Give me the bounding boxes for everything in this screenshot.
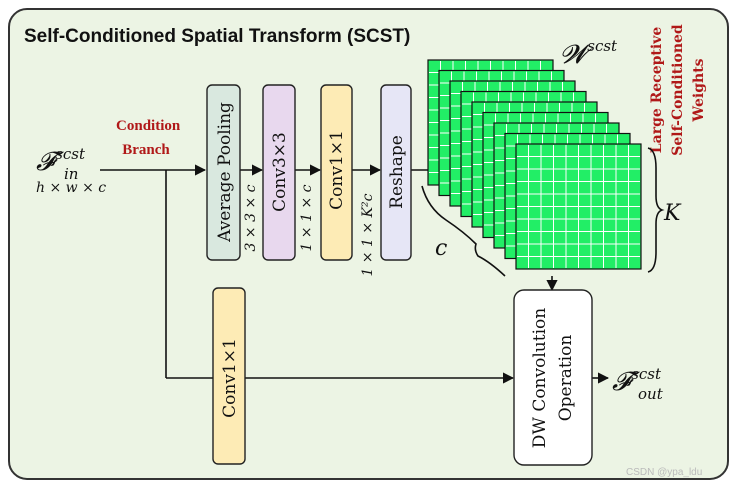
- note-line-2: Self-Conditioned: [670, 24, 686, 156]
- dw-convolution-label-line-1: DW Convolution: [530, 308, 550, 448]
- conv1x1-bottom-block: Conv1×1: [212, 287, 246, 465]
- reshape-label: Reshape: [387, 135, 407, 209]
- condition-branch-line-1: Condition: [116, 118, 181, 134]
- average-pooling-block: Average Pooling: [206, 84, 241, 261]
- note-line-1: Large Receptive: [649, 27, 665, 154]
- conv3x3-block: Conv3×3: [262, 84, 296, 261]
- weight-grid-layer: [515, 143, 642, 270]
- weights-superscript: scst: [587, 37, 618, 55]
- average-pooling-label: Average Pooling: [215, 102, 235, 243]
- weight-grid-stack: [427, 59, 642, 270]
- note-line-3: Weights: [691, 58, 707, 122]
- conv3x3-dim: 1 × 1 × c: [299, 184, 315, 251]
- input-subscript: in: [64, 165, 78, 183]
- dw-convolution-label-line-2: Operation: [556, 335, 576, 422]
- watermark: CSDN @ypa_ldu: [626, 467, 702, 478]
- output-superscript: scst: [631, 365, 662, 383]
- condition-branch-label: Condition Branch: [116, 118, 184, 158]
- conv1x1-top-dim: 1 × 1 × K²c: [360, 193, 376, 276]
- conv1x1-top-label: Conv1×1: [327, 130, 347, 210]
- conv1x1-bottom-label: Conv1×1: [220, 338, 240, 418]
- c-label: c: [435, 236, 447, 261]
- input-shape: h × w × c: [36, 180, 106, 196]
- large-receptive-weights-note: Large Receptive Self-Conditioned Weights: [649, 24, 707, 156]
- output-subscript: out: [638, 385, 664, 403]
- condition-branch-line-2: Branch: [122, 142, 170, 158]
- dw-convolution-block: DW Convolution Operation: [513, 289, 593, 466]
- k-label: K: [663, 201, 682, 226]
- conv3x3-label: Conv3×3: [270, 132, 290, 212]
- c-brace: [421, 185, 506, 277]
- weight-grid-lines: [517, 145, 640, 268]
- average-pooling-dim: 3 × 3 × c: [243, 184, 259, 251]
- input-superscript: scst: [55, 145, 86, 163]
- reshape-block: Reshape: [380, 84, 412, 261]
- conv1x1-top-block: Conv1×1: [320, 84, 353, 261]
- k-brace: [647, 147, 665, 273]
- panel-title: Self-Conditioned Spatial Transform (SCST…: [24, 26, 410, 47]
